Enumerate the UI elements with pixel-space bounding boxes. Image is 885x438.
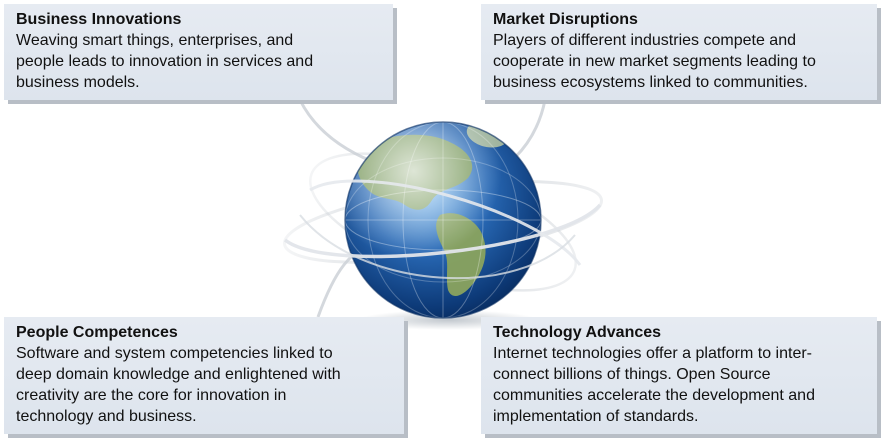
box-line: Software and system competencies linked … [16,345,333,362]
box-line: Weaving smart things, enterprises, and [16,32,294,49]
box-line: implementation of standards. [493,408,699,425]
box-title: Market Disruptions [493,11,638,28]
box-line: creativity are the core for innovation i… [16,387,287,404]
box-line: technology and business. [16,408,197,425]
people-competences-box: People Competences Software and system c… [4,317,404,434]
box-line: business ecosystems linked to communitie… [493,74,808,91]
box-line: people leads to innovation in services a… [16,53,314,70]
box-title: People Competences [16,324,178,341]
business-innovations-box: Business Innovations Weaving smart thing… [4,4,393,100]
box-line: business models. [16,74,140,91]
box-line: cooperate in new market segments leading… [493,53,816,70]
box-line: deep domain knowledge and enlightened wi… [16,366,341,383]
box-line: connect billions of things. Open Source [493,366,771,383]
box-line: Players of different industries compete … [493,32,796,49]
box-line: Internet technologies offer a platform t… [493,345,812,362]
box-title: Business Innovations [16,11,182,28]
technology-advances-box: Technology Advances Internet technologie… [481,317,877,434]
box-line: communities accelerate the development a… [493,387,815,404]
market-disruptions-box: Market Disruptions Players of different … [481,4,877,100]
box-title: Technology Advances [493,324,662,341]
